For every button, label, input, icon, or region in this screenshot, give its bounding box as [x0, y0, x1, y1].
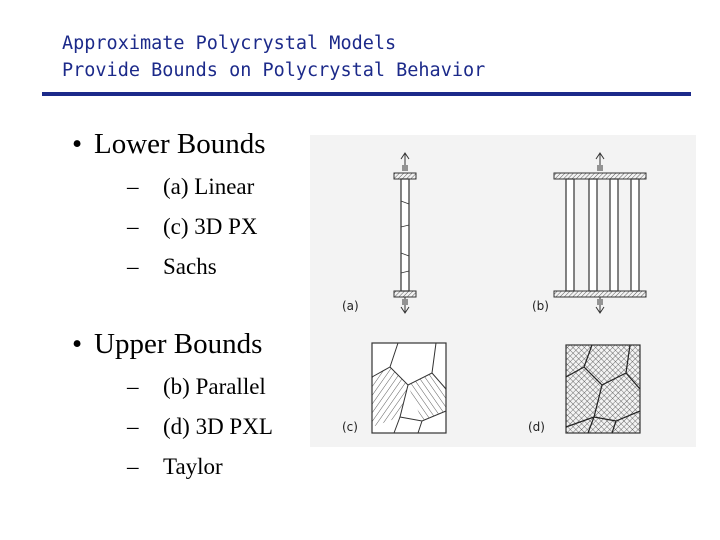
- lower-bounds-section: • Lower Bounds –(a) Linear –(c) 3D PX –Sa…: [72, 127, 266, 287]
- upper-item-taylor: –Taylor: [127, 454, 223, 479]
- bullet-icon: •: [72, 328, 83, 360]
- upper-bounds-heading: • Upper Bounds: [72, 327, 273, 361]
- title-line-1: Approximate Polycrystal Models: [62, 33, 397, 54]
- title-underline: [42, 92, 691, 96]
- lower-item-3d-px: –(c) 3D PX: [127, 214, 258, 239]
- grip-bottom: [393, 290, 417, 298]
- lower-bounds-label: Lower Bounds: [94, 128, 266, 160]
- arrow-down-icon: [400, 297, 410, 314]
- lower-item-linear: –(a) Linear: [127, 174, 255, 199]
- bullet-icon: •: [72, 128, 83, 160]
- grain-block-d: [565, 344, 641, 434]
- grain-boundaries: [371, 342, 447, 434]
- label-b: (b): [532, 299, 549, 313]
- grip-top: [553, 172, 647, 180]
- parallel-rod: [565, 178, 575, 292]
- panel-b: (b): [532, 152, 647, 314]
- lower-item-sachs: –Sachs: [127, 254, 217, 279]
- grain-boundaries: [565, 344, 641, 434]
- upper-bounds-section: •Upper Bounds –(b) Parallel –(d) 3D PXL …: [72, 327, 273, 487]
- label-d: (d): [528, 420, 545, 434]
- panel-a: (a): [342, 152, 417, 314]
- bounds-figure: (a) (b) (c) (d): [310, 135, 696, 447]
- title-line-2: Provide Bounds on Polycrystal Behavior: [62, 60, 486, 81]
- grip-top: [393, 172, 417, 180]
- slide-title: Approximate Polycrystal Models Provide B…: [62, 30, 485, 84]
- bounds-diagram: (a) (b) (c) (d): [342, 152, 647, 434]
- upper-bounds-label: Upper Bounds: [94, 328, 263, 360]
- label-c: (c): [342, 420, 358, 434]
- panel-d: (d): [528, 344, 641, 434]
- parallel-rod: [609, 178, 619, 292]
- panel-c: (c): [342, 342, 447, 434]
- arrow-up-icon: [400, 152, 410, 171]
- label-a: (a): [342, 299, 359, 313]
- upper-item-3d-pxl: –(d) 3D PXL: [127, 414, 273, 439]
- parallel-rod: [630, 178, 640, 292]
- lower-bounds-heading: • Lower Bounds: [72, 127, 266, 161]
- upper-item-parallel: –(b) Parallel: [127, 374, 266, 399]
- parallel-rod: [588, 178, 598, 292]
- arrow-up-icon: [595, 152, 605, 171]
- series-rod: [400, 178, 410, 292]
- arrow-down-icon: [595, 297, 605, 314]
- grip-bottom: [553, 290, 647, 298]
